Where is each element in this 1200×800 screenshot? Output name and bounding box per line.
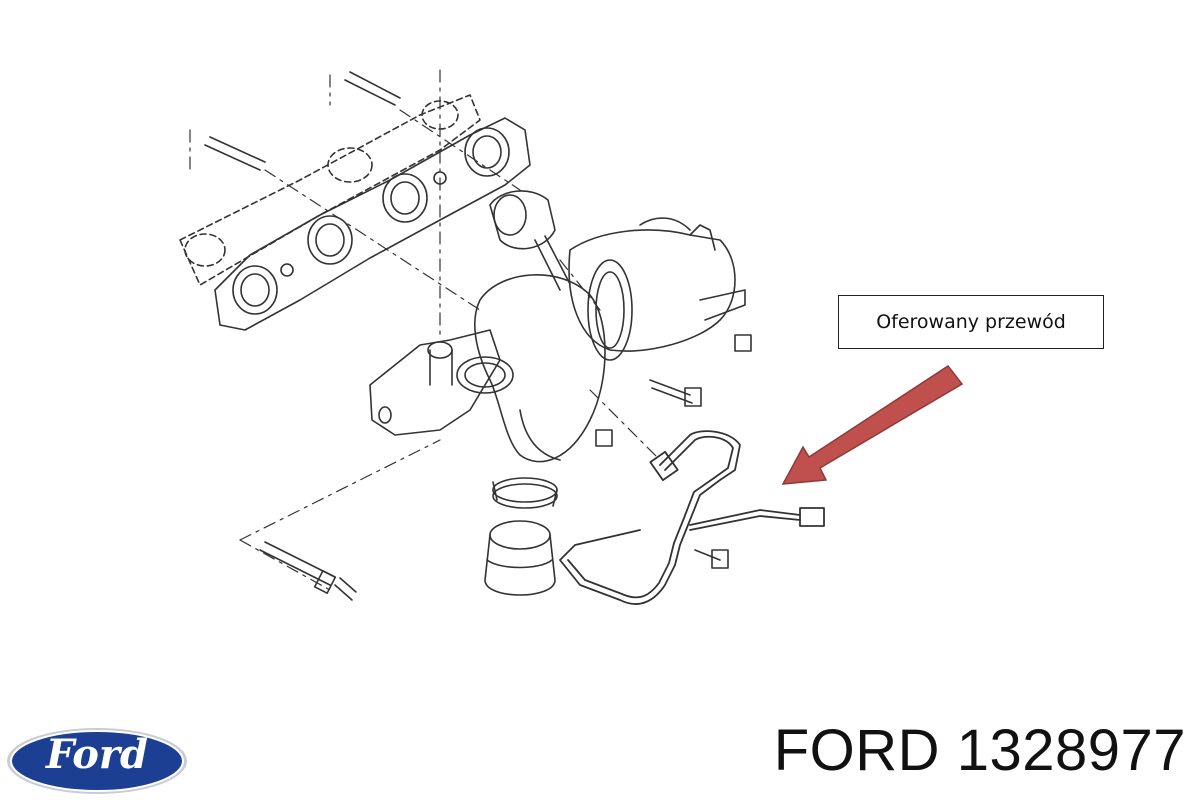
- turbine-housing: [456, 274, 606, 463]
- rear-manifold-gasket: [179, 94, 481, 286]
- assembly-guide-lines: [189, 69, 661, 591]
- exhaust-manifold: [369, 329, 501, 436]
- front-manifold-gasket: [214, 117, 531, 331]
- intake-hose: [484, 520, 556, 596]
- callout-text: Oferowany przewód: [876, 311, 1066, 333]
- hose-clamp: [492, 477, 558, 509]
- stud-bolts: [204, 71, 401, 601]
- oil-feed-pipe: [559, 430, 825, 605]
- mounting-bolts: [595, 334, 752, 569]
- part-label: FORD 1328977: [774, 722, 1186, 780]
- brand-name: FORD: [773, 718, 941, 783]
- ford-logo-text: Ford: [46, 731, 148, 778]
- ford-oval-logo-icon: [7, 728, 187, 794]
- callout-arrow: [781, 364, 964, 485]
- compressor-housing: [568, 217, 746, 361]
- ford-logo: Ford: [6, 727, 188, 795]
- callout-box: Oferowany przewód: [838, 295, 1104, 349]
- part-number: 1328977: [956, 718, 1186, 783]
- wastegate-actuator: [489, 190, 571, 291]
